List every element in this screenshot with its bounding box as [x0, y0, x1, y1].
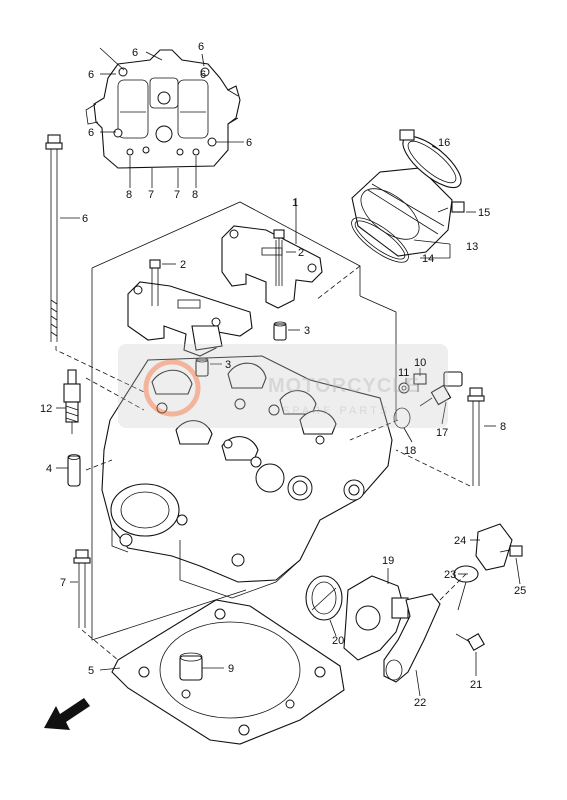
watermark-logo: MOTORCYCLE SPARE PARTS [118, 344, 448, 428]
watermark-line1: MOTORCYCLE [268, 375, 420, 397]
bolt-2-right [273, 229, 285, 286]
callout-4: 4 [46, 463, 52, 475]
callout-24: 24 [454, 535, 466, 547]
camshaft-holder-left [127, 281, 253, 357]
callout-5: 5 [88, 665, 94, 677]
watermark-gear-icon [143, 359, 201, 417]
bolt-7 [73, 549, 91, 628]
callout-6-left-lower: 6 [88, 127, 94, 139]
part-24 [475, 523, 513, 571]
water-pipe-22 [383, 593, 441, 683]
callout-8-top-left: 8 [126, 189, 132, 201]
dowel-pin-9 [179, 652, 203, 681]
intake-pipe-13 [351, 167, 453, 257]
callout-6-long-bolt: 6 [82, 213, 88, 225]
camshaft-holder-right [221, 225, 323, 309]
callout-10: 10 [414, 357, 426, 369]
callout-23: 23 [444, 569, 456, 581]
callout-2-left: 2 [180, 259, 186, 271]
leader-lines [56, 47, 521, 697]
assembly-guide-lines [55, 265, 471, 661]
callout-6-top: 6 [132, 47, 138, 59]
temperature-sensor-17 [419, 371, 463, 407]
callout-22: 22 [414, 697, 426, 709]
callout-9: 9 [228, 663, 234, 675]
part-23 [453, 565, 479, 611]
callout-13: 13 [466, 241, 478, 253]
bolt-2-left [149, 259, 161, 306]
callout-19: 19 [382, 555, 394, 567]
callout-18: 18 [404, 445, 416, 457]
cylinder-head-top-view [85, 49, 241, 169]
callout-8-top-right: 8 [192, 189, 198, 201]
callout-25: 25 [514, 585, 526, 597]
callout-20: 20 [332, 635, 344, 647]
callout-labels: 1 2 2 3 3 4 5 6 6 6 6 6 6 6 7 7 7 8 8 8 … [40, 41, 526, 709]
callout-8-bolt: 8 [500, 421, 506, 433]
callout-12: 12 [40, 403, 52, 415]
bolt-21 [455, 633, 485, 651]
callout-2-right: 2 [298, 247, 304, 259]
cylinder-head-outline-box [91, 201, 397, 641]
cylinder-head-gasket-5 [111, 599, 345, 745]
callout-6-right: 6 [246, 137, 252, 149]
callout-6-top-right: 6 [198, 41, 204, 53]
callout-1: 1 [292, 197, 298, 209]
spark-plug-12 [63, 369, 81, 434]
callout-3-center: 3 [225, 359, 231, 371]
dowel-pin-3-right [273, 321, 287, 341]
bolt-15 [437, 201, 465, 213]
bolt-25 [499, 545, 523, 557]
callout-11: 11 [398, 367, 409, 379]
callout-17: 17 [436, 427, 448, 439]
o-ring-18 [393, 407, 411, 429]
callout-6-right-upper: 6 [200, 69, 206, 81]
bolt-8 [467, 387, 485, 486]
dowel-pin-4 [67, 454, 81, 487]
dowel-pin-3-center [195, 357, 209, 377]
clamp-16 [399, 129, 462, 189]
thermostat-cover-19 [343, 575, 409, 661]
callout-15: 15 [478, 207, 490, 219]
callout-3-right: 3 [304, 325, 310, 337]
watermark-line2: SPARE PARTS [282, 405, 390, 417]
long-bolt-6 [45, 134, 63, 342]
thermostat-20 [305, 575, 343, 621]
callout-7-top-right: 7 [174, 189, 180, 201]
callout-21: 21 [470, 679, 482, 691]
callout-7-bolt: 7 [60, 577, 66, 589]
callout-16: 16 [438, 137, 450, 149]
washer-11 [398, 382, 410, 394]
o-ring-14 [351, 217, 409, 263]
callout-6-left-upper: 6 [88, 69, 94, 81]
callout-7-top-left: 7 [148, 189, 154, 201]
front-direction-arrow-icon [44, 698, 90, 730]
callout-14: 14 [422, 253, 434, 265]
